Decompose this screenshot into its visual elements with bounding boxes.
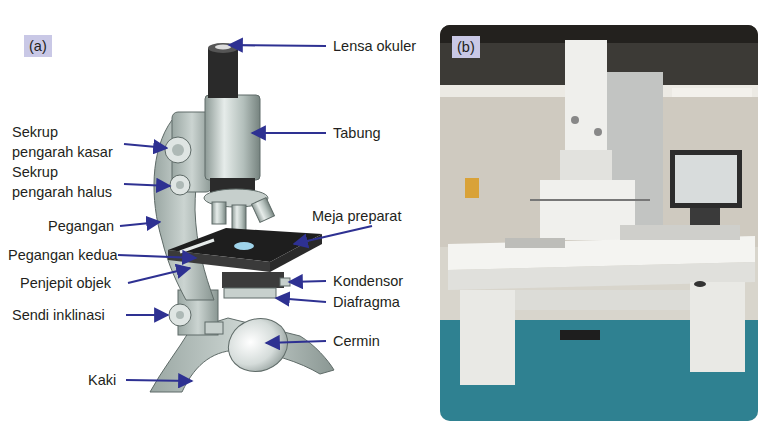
panel-tag: (b)	[452, 36, 480, 58]
part-label: Sekrup pengarah kasar	[12, 122, 120, 162]
electron-microscope-photo	[440, 25, 758, 421]
part-label: Pegangan kedua	[8, 245, 118, 265]
part-label: Kondensor	[333, 271, 403, 291]
part-label: Diafragma	[333, 292, 400, 312]
microscope-drawing	[150, 43, 334, 392]
panel-tag: (a)	[24, 35, 52, 57]
part-label: Tabung	[333, 123, 381, 143]
panel-letter: (b)	[457, 37, 475, 57]
part-label: Sekrup pengarah halus	[12, 162, 120, 202]
part-label: Lensa okuler	[333, 36, 416, 56]
part-label: Pegangan	[48, 216, 114, 236]
part-label: Penjepit objek	[20, 273, 111, 293]
part-label: Meja preparat	[312, 206, 401, 226]
panel-letter: (a)	[29, 36, 47, 56]
part-label: Cermin	[333, 331, 380, 351]
part-label: Sendi inklinasi	[12, 305, 105, 325]
part-label: Kaki	[88, 370, 116, 390]
